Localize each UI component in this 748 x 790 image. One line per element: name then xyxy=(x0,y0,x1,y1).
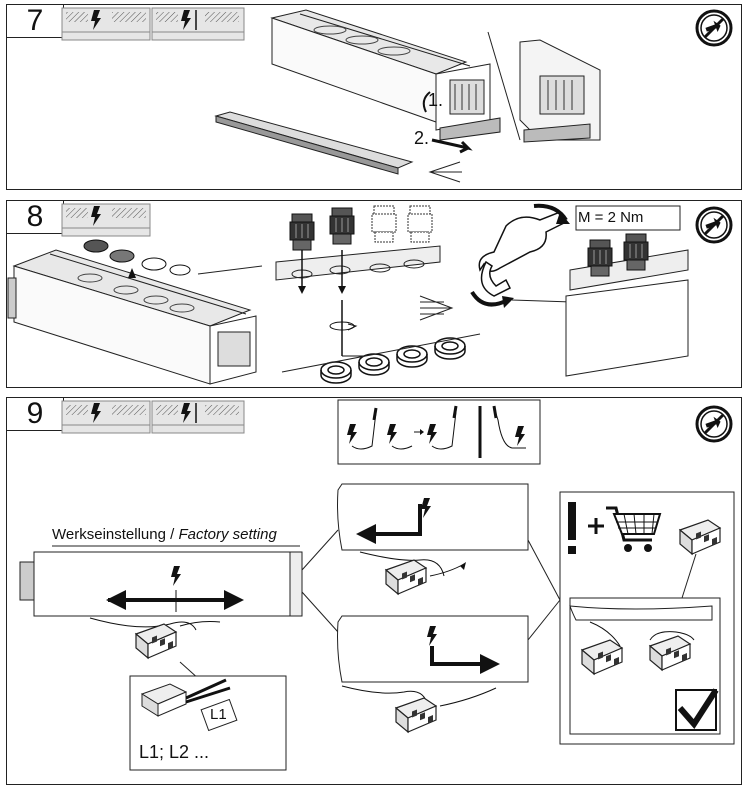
shopping-cart-icon xyxy=(606,506,662,552)
polarity-legend xyxy=(337,399,541,465)
substep-2-label: 2. xyxy=(414,128,430,148)
accessory-panel xyxy=(559,491,735,745)
factory-setting-de: Werkseinstellung / xyxy=(52,526,179,543)
checkmark-icon xyxy=(675,688,719,731)
warning-hazard-icon xyxy=(61,203,151,237)
wire-connector xyxy=(395,697,437,733)
no-tool-icon xyxy=(695,405,733,443)
no-tool-icon xyxy=(695,9,733,47)
phases-label: L1; L2 ... xyxy=(139,742,210,762)
phase-label-small: L1 xyxy=(210,706,227,723)
left-feed-housing xyxy=(337,483,529,577)
slide-direction-arrow xyxy=(428,161,462,183)
step-8-mounted-glands xyxy=(565,233,689,377)
step-number: 8 xyxy=(7,201,64,234)
no-tool-icon xyxy=(695,206,733,244)
wire-connector-detail xyxy=(140,678,238,732)
wire-connector xyxy=(385,559,427,595)
grommets xyxy=(83,239,191,278)
factory-setting-label: Werkseinstellung / Factory setting xyxy=(52,526,277,543)
warning-hazard-icon xyxy=(61,400,245,434)
cable-glands xyxy=(275,205,441,357)
step-7-housing-side xyxy=(519,39,601,143)
step-8-flow-arrow xyxy=(419,295,454,321)
right-feed-housing xyxy=(337,615,529,707)
warning-hazard-icon xyxy=(61,7,245,41)
torque-label: M = 2 Nm xyxy=(578,209,644,226)
wrench-icon xyxy=(470,203,570,308)
step-7-cover-plate xyxy=(214,111,414,175)
step-number: 9 xyxy=(7,398,64,431)
wire-connector xyxy=(135,623,177,659)
step-8-housing xyxy=(7,249,257,385)
step-number: 7 xyxy=(7,5,64,38)
exclamation-icon xyxy=(568,502,576,554)
factory-setting-en: Factory setting xyxy=(178,526,277,543)
substep-1-label: 1. xyxy=(428,90,444,110)
factory-setting-housing xyxy=(19,545,303,631)
step-7-housing xyxy=(270,9,501,141)
